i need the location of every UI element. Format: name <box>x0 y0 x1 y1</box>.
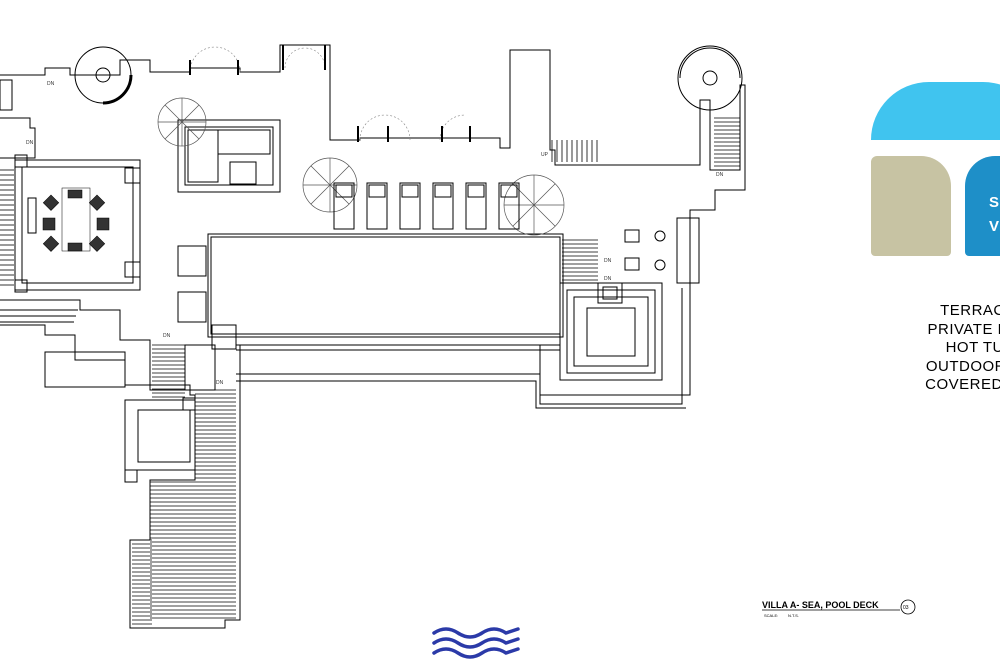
scale-label: SCALE: <box>764 613 778 618</box>
svg-text:DN: DN <box>604 258 612 264</box>
drawing-title: VILLA A- SEA, POOL DECK <box>762 600 879 610</box>
svg-text:DN: DN <box>163 333 171 339</box>
svg-text:DN: DN <box>26 140 34 146</box>
resort-logo: S V <box>868 82 1000 262</box>
sheet-number: 03 <box>903 605 909 611</box>
amenity-item: PRIVATE POO <box>927 320 1000 338</box>
logo-sea-shape <box>965 156 1000 256</box>
drawing-title-block: VILLA A- SEA, POOL DECK 03 SCALE: N.T.S. <box>762 599 922 626</box>
terrace-heading: TERRACE: <box>940 302 1000 319</box>
amenity-item: OUTDOOR GR <box>925 357 1000 375</box>
logo-sand-shape <box>871 156 951 256</box>
svg-text:DN: DN <box>216 380 224 386</box>
svg-text:UP: UP <box>541 152 549 158</box>
amenity-item: COVERED DIN <box>925 376 1000 393</box>
terrace-amenities-list: TERRACE: PRIVATE POO HOT TUB OUTDOOR GR … <box>880 302 1000 395</box>
logo-initial-bottom: V <box>989 218 1000 235</box>
svg-text:DN: DN <box>47 81 55 87</box>
amenity-item: HOT TUB <box>945 339 1000 356</box>
svg-text:DN: DN <box>716 172 724 178</box>
scale-value: N.T.S. <box>788 613 799 618</box>
title-block-frame: VILLA A- SEA, POOL DECK 03 SCALE: N.T.S. <box>762 599 916 618</box>
logo-dome-shape <box>871 82 1000 140</box>
logo-initial-top: S <box>989 194 1000 211</box>
svg-text:DN: DN <box>604 276 612 282</box>
wave-icon <box>432 627 520 659</box>
